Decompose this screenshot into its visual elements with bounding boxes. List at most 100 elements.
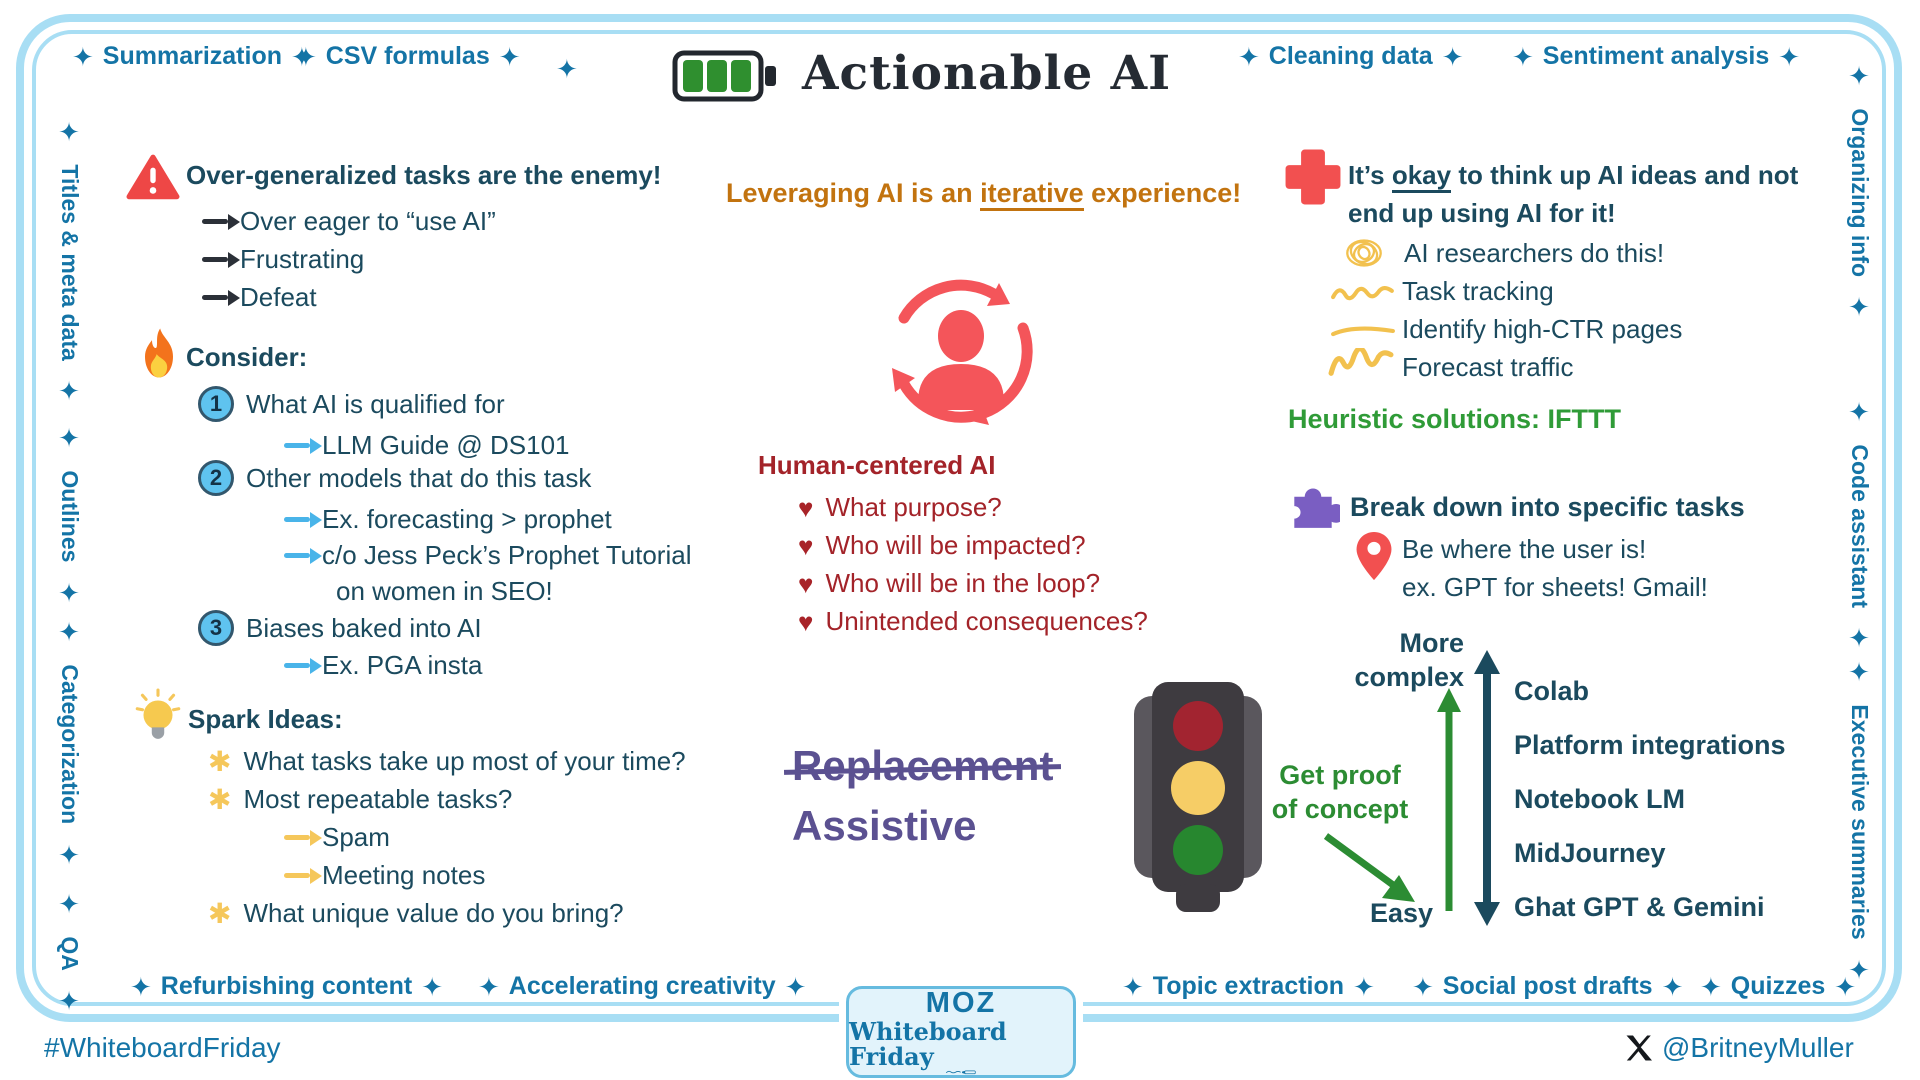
- assistive-text: Assistive: [792, 802, 977, 849]
- complex-text: complex: [1354, 662, 1464, 692]
- consider-item-text: Other models that do this task: [246, 462, 592, 493]
- marker-squiggle-icon: [946, 1070, 976, 1075]
- label-cleaning-data: ✦ Cleaning data ✦: [1238, 42, 1464, 71]
- okay-line1-text: It’s okay to think up AI ideas and not: [1348, 160, 1799, 193]
- sparkle-icon: ✦: [1412, 971, 1434, 1002]
- complexity-double-arrow: [1474, 650, 1500, 926]
- sparkle-icon: ✦: [1845, 956, 1875, 987]
- consider-item-text: What AI is qualified for: [246, 388, 505, 419]
- replacement-word: Replacement: [792, 742, 1053, 790]
- proof-up-arrow: [1437, 688, 1461, 911]
- location-pin-icon: [1356, 532, 1392, 580]
- user-line1-text: Be where the user is!: [1402, 534, 1647, 564]
- sparkle-icon: ✦: [421, 971, 443, 1002]
- hca-item-text: Who will be impacted?: [825, 530, 1086, 560]
- consider-sub-text: LLM Guide @ DS101: [322, 430, 570, 460]
- tool-item: Platform integrations: [1514, 730, 1786, 761]
- label-text: Cleaning data: [1268, 42, 1433, 70]
- warning-title: Over-generalized tasks are the enemy!: [186, 160, 661, 191]
- consider-item-text: Biases baked into AI: [246, 612, 482, 643]
- label-text: Accelerating creativity: [508, 972, 776, 1000]
- asterisk-icon: ✱: [208, 897, 232, 929]
- spark-sub-item: Spam: [284, 822, 390, 853]
- label-social-post-drafts: ✦ Social post drafts ✦: [1412, 972, 1683, 1001]
- rail-text: Executive summaries: [1847, 704, 1873, 940]
- user-line2: ex. GPT for sheets! Gmail!: [1402, 572, 1708, 603]
- headline-post: experience!: [1083, 178, 1242, 208]
- tool-text: MidJourney: [1514, 838, 1666, 868]
- label-text: Topic extraction: [1152, 972, 1345, 1000]
- spark-item-text: What unique value do you bring?: [243, 898, 624, 928]
- right-item: AI researchers do this!: [1404, 238, 1664, 269]
- label-text: Quizzes: [1730, 972, 1826, 1000]
- warning-item: Defeat: [202, 282, 317, 313]
- sparkle-icon: ✦: [1122, 971, 1144, 1002]
- rail-organizing-info: ✦ Organizing info ✦: [1845, 52, 1875, 333]
- hca-item-text: Who will be in the loop?: [825, 568, 1101, 598]
- sparkle-icon: ✦: [55, 578, 85, 609]
- sparkle-icon: ✦: [55, 424, 85, 454]
- rail-text: Code assistant: [1847, 444, 1873, 608]
- hca-title: Human-centered AI: [758, 450, 995, 481]
- rail-text: QA: [57, 936, 83, 971]
- consider-sub-text: Ex. forecasting > prophet: [322, 504, 612, 534]
- sparkle-icon: ✦: [1834, 971, 1857, 1002]
- right-item-text: Identify high-CTR pages: [1402, 314, 1683, 344]
- moz-logo: MOZ: [925, 987, 997, 1019]
- okay-pre: It’s: [1348, 160, 1392, 190]
- spark-item-text: What tasks take up most of your time?: [243, 746, 686, 776]
- get-proof-line1: Get proof: [1258, 760, 1422, 791]
- okay-underlined: okay: [1391, 160, 1452, 193]
- spark-sub-item: Meeting notes: [284, 860, 485, 891]
- arrow-icon: [284, 443, 310, 448]
- okay-post: to think up AI ideas and not: [1451, 160, 1799, 190]
- number-badge-1: 1: [198, 386, 234, 422]
- warning-icon: [126, 154, 180, 200]
- center-headline: Leveraging AI is an iterative experience…: [726, 178, 1242, 211]
- proof-diagonal-arrow: [1323, 833, 1415, 902]
- sparkle-icon: ✦: [478, 971, 500, 1002]
- get-proof-text: Get proof: [1279, 760, 1401, 790]
- sparkle-icon: ✦: [72, 41, 94, 72]
- heuristic-text: Heuristic solutions: IFTTT: [1288, 404, 1622, 434]
- user-line1: Be where the user is!: [1402, 534, 1646, 565]
- rail-text: Organizing info: [1847, 108, 1873, 278]
- warning-item-text: Frustrating: [240, 244, 365, 274]
- arrow-icon: [284, 873, 310, 878]
- label-csv-formulas: ✦ CSV formulas ✦: [295, 42, 521, 71]
- more-text: More: [1399, 628, 1464, 658]
- label-sentiment-analysis: ✦ Sentiment analysis ✦: [1512, 42, 1800, 71]
- consider-sub-continuation: on women in SEO!: [336, 576, 553, 607]
- label-topic-extraction: ✦ Topic extraction ✦: [1122, 972, 1375, 1001]
- moz-whiteboard-friday-badge: MOZ Whiteboard Friday: [846, 986, 1076, 1078]
- arrow-icon: [284, 663, 310, 668]
- number-badge-3: 3: [198, 610, 234, 646]
- right-item: Identify high-CTR pages: [1402, 314, 1682, 345]
- tool-text: Ghat GPT & Gemini: [1514, 892, 1765, 922]
- get-proof-line2: of concept: [1258, 794, 1422, 825]
- breakdown-title: Break down into specific tasks: [1350, 492, 1745, 523]
- tool-text: Notebook LM: [1514, 784, 1685, 814]
- more-complex-line2: complex: [1318, 662, 1464, 693]
- tool-item: Ghat GPT & Gemini: [1514, 892, 1765, 923]
- hca-item: ♥ Who will be impacted?: [798, 530, 1086, 561]
- sparkle-icon: ✦: [1845, 624, 1875, 655]
- right-item-text: Task tracking: [1402, 276, 1554, 306]
- easy-text: Easy: [1370, 898, 1434, 928]
- scribble-ball-icon: [1346, 239, 1382, 267]
- arrow-icon: [284, 517, 310, 522]
- sparkle-icon: ✦: [1700, 971, 1722, 1002]
- hca-item: ♥ What purpose?: [798, 492, 1002, 523]
- spark-sub-text: Spam: [322, 822, 390, 852]
- curve-line-icon: [1331, 326, 1395, 337]
- of-concept-text: of concept: [1271, 794, 1409, 824]
- label-quizzes: ✦ Quizzes ✦: [1700, 972, 1856, 1001]
- traffic-light-icon: [1134, 682, 1262, 912]
- arrow-icon: [284, 553, 310, 558]
- sparkle-icon: ✦: [55, 987, 85, 1018]
- okay-line2: end up using AI for it!: [1348, 198, 1616, 229]
- warning-item: Over eager to “use AI”: [202, 206, 496, 237]
- sparkle-icon: ✦: [55, 618, 85, 648]
- warning-item: Frustrating: [202, 244, 364, 275]
- warning-title-text: Over-generalized tasks are the enemy!: [186, 160, 662, 190]
